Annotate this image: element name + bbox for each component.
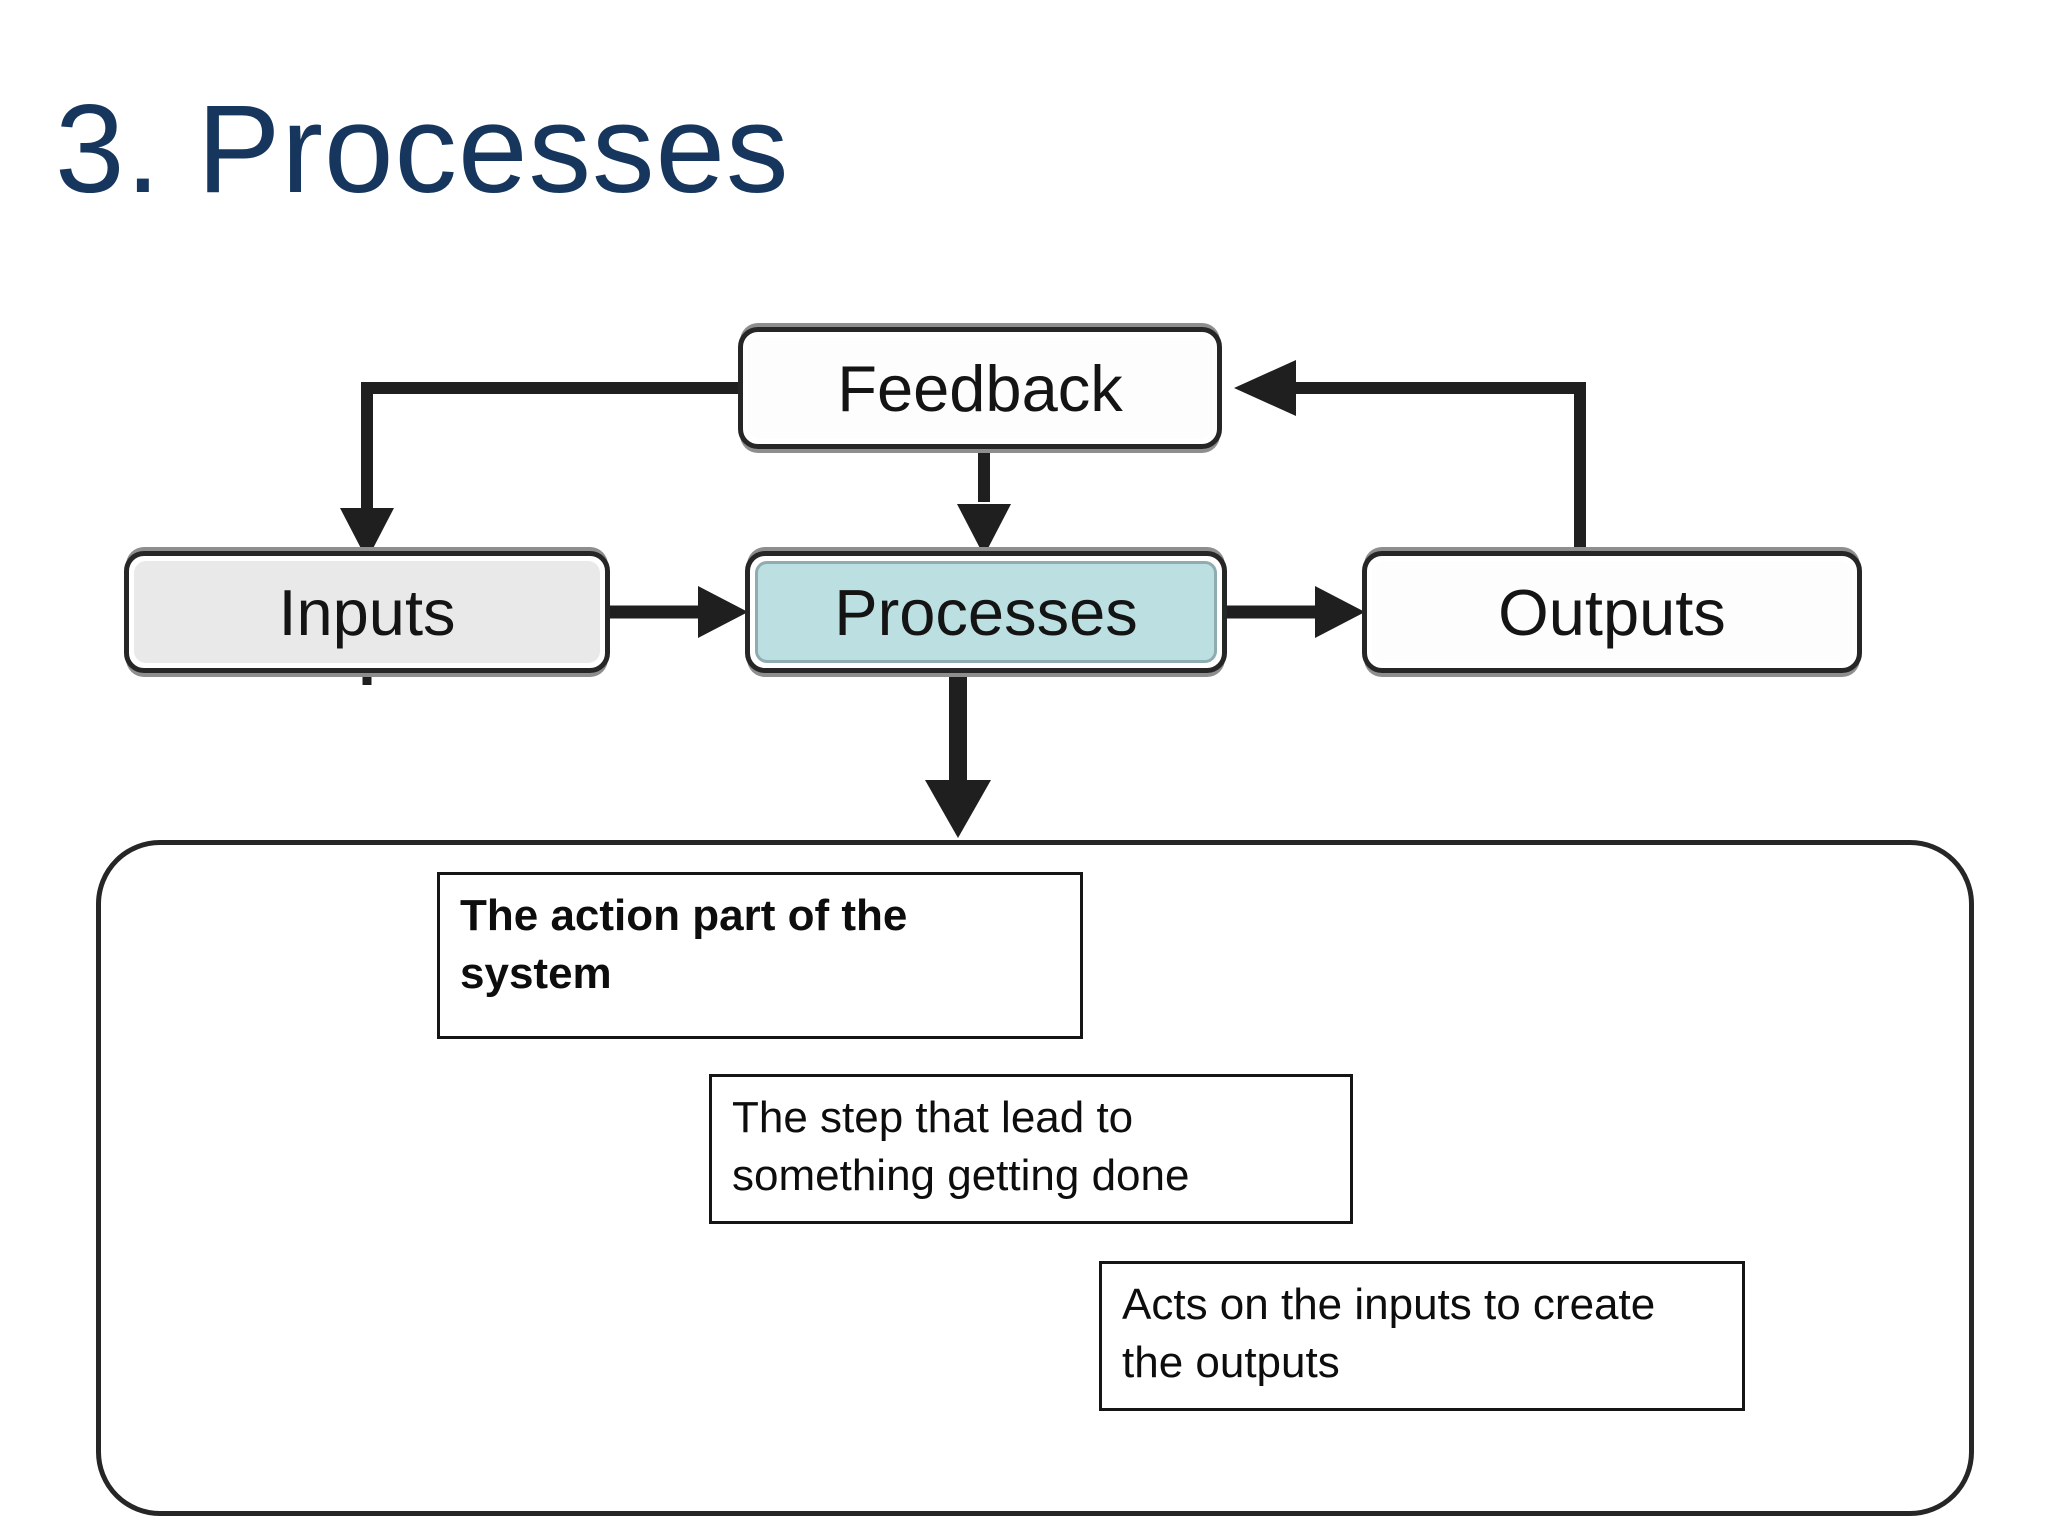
node-processes-label: Processes: [755, 561, 1217, 663]
node-feedback: Feedback: [738, 327, 1222, 449]
note-action-part: The action part of the system: [437, 872, 1083, 1039]
note-acts-on-inputs: Acts on the inputs to create the outputs: [1099, 1261, 1745, 1411]
page-title: 3. Processes: [55, 80, 790, 219]
note-step-lead: The step that lead to something getting …: [709, 1074, 1353, 1224]
node-feedback-label: Feedback: [748, 337, 1212, 439]
node-outputs: Outputs: [1362, 551, 1862, 673]
arrow-outputs-to-feedback-head: [1234, 360, 1296, 416]
arrow-feedback-to-inputs-head: [340, 508, 394, 560]
arrow-feedback-to-processes-head: [957, 504, 1011, 556]
node-outputs-label: Outputs: [1372, 561, 1852, 663]
arrow-processes-to-outputs-head: [1315, 586, 1365, 638]
arrow-inputs-to-processes-head: [698, 586, 748, 638]
node-processes: Processes: [745, 551, 1227, 673]
node-inputs-label: Inputs: [134, 561, 600, 663]
arrow-feedback-to-inputs-line: [361, 382, 738, 512]
arrow-processes-to-container-head: [925, 780, 991, 838]
arrow-outputs-to-feedback-line: [1294, 382, 1586, 551]
node-inputs: Inputs: [124, 551, 610, 673]
